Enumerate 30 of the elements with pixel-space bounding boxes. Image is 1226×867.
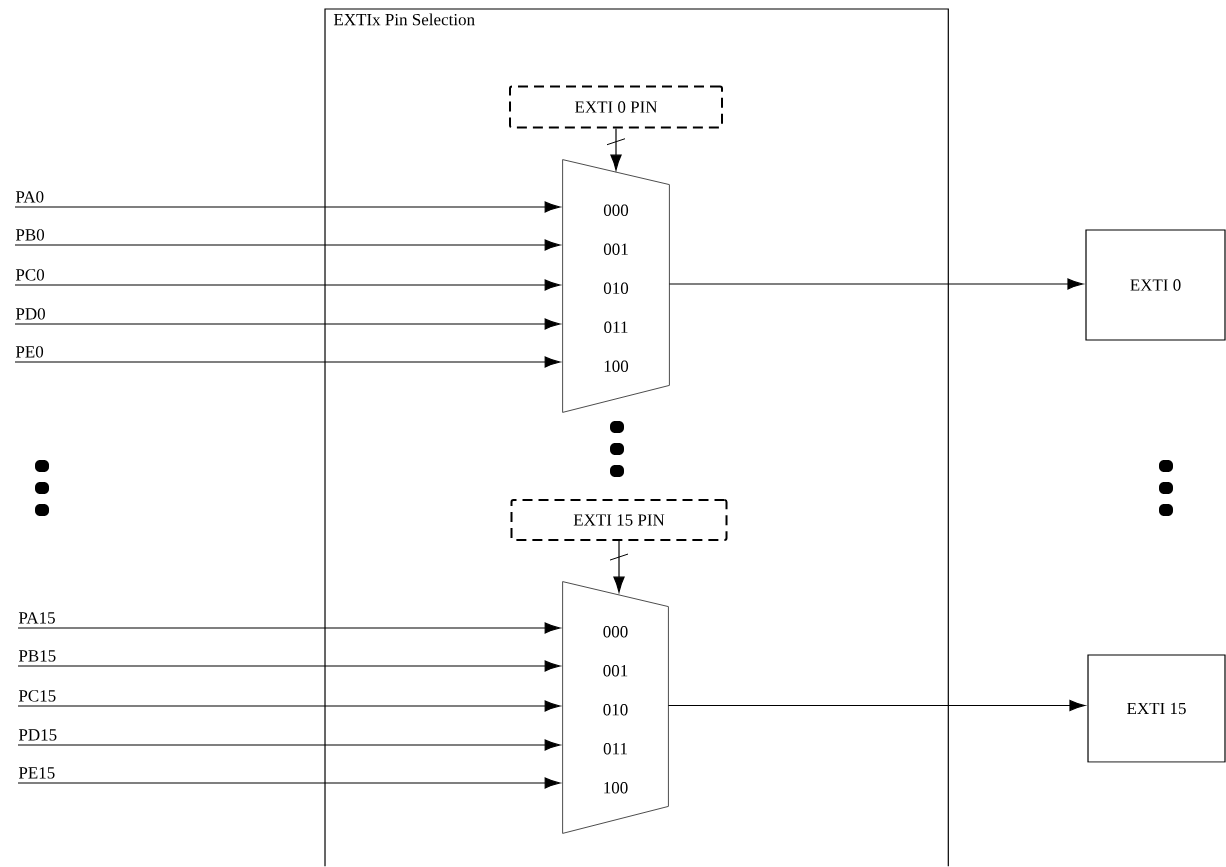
arrow xyxy=(667,699,1086,712)
pin-label: PA0 xyxy=(15,191,44,203)
arrow xyxy=(14,318,561,330)
pin-label: PA15 xyxy=(18,612,55,624)
arrow xyxy=(14,279,561,291)
arrow xyxy=(17,622,561,634)
arrow xyxy=(14,356,561,368)
pin-label: PC15 xyxy=(18,690,56,702)
pin-select-box: EXTI 0 PIN xyxy=(509,85,723,129)
pin-label: PC0 xyxy=(15,269,45,281)
arrow xyxy=(668,278,1084,290)
pin-label: PD15 xyxy=(18,729,57,741)
arrow xyxy=(14,201,561,213)
multiplexer: 000 001 010 011 100 xyxy=(562,581,669,834)
pin-label: PB0 xyxy=(15,229,45,241)
pin-select-box: EXTI 15 PIN xyxy=(510,499,728,541)
arrow xyxy=(17,700,561,712)
output-box: EXTI 15 xyxy=(1087,654,1226,763)
arrow xyxy=(14,239,561,251)
arrow xyxy=(17,739,561,751)
multiplexer: 000 001 010 011 100 xyxy=(562,159,670,413)
pin-label: PE15 xyxy=(18,767,55,779)
pin-label: PB15 xyxy=(18,650,56,662)
pin-label: PD0 xyxy=(15,308,45,320)
output-box: EXTI 0 xyxy=(1085,229,1226,341)
arrow xyxy=(606,127,626,171)
arrow xyxy=(609,540,629,593)
pin-label: PE0 xyxy=(15,346,44,358)
arrow xyxy=(17,660,561,672)
arrow xyxy=(17,777,561,789)
